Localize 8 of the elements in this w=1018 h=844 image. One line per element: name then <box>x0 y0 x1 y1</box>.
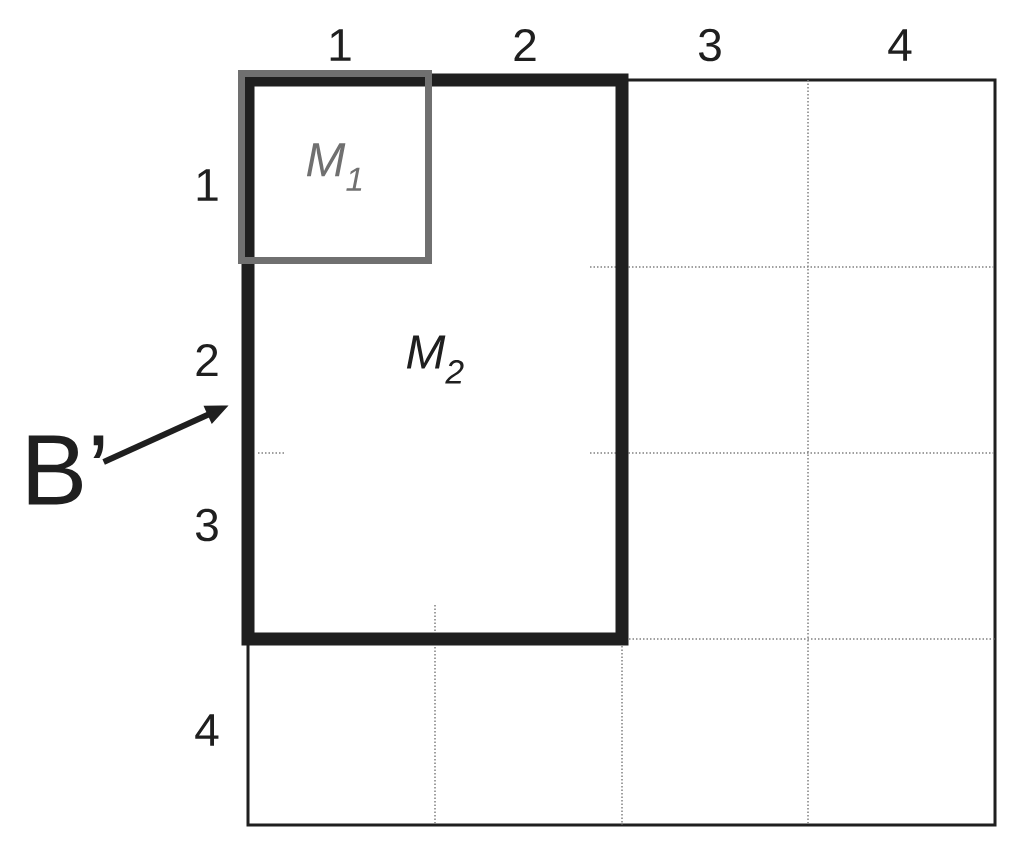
row-number: 3 <box>195 508 218 542</box>
column-number: 2 <box>514 28 536 62</box>
column-number: 4 <box>888 29 912 61</box>
point-label: B’ <box>28 435 104 505</box>
row-number: 4 <box>195 714 219 746</box>
column-number: 3 <box>698 28 721 62</box>
region-box: M$_{1}$ <box>238 70 432 264</box>
row-number: 2 <box>196 343 218 377</box>
